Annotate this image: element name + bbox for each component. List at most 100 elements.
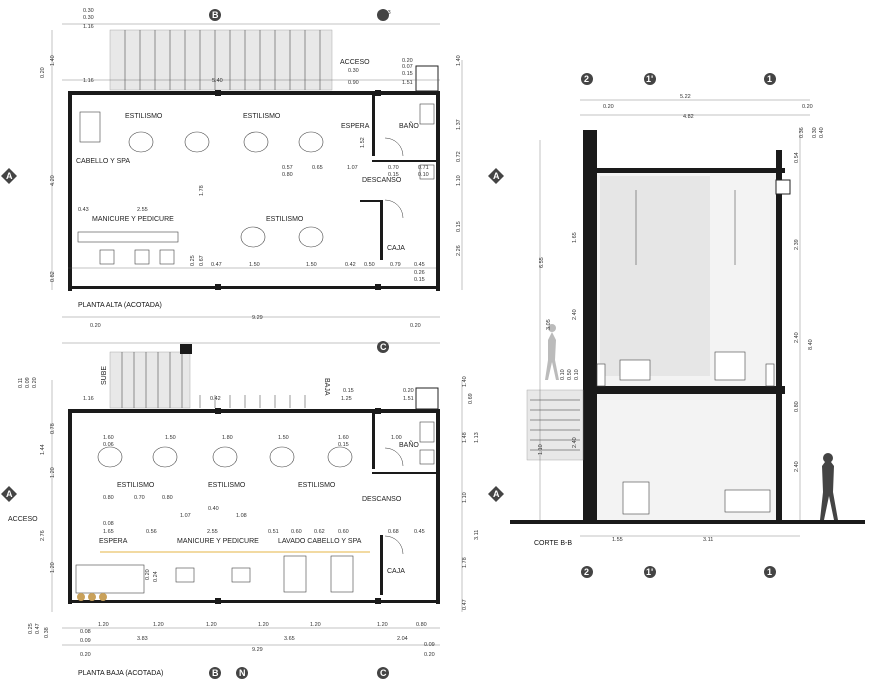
svg-text:1: 1 (767, 567, 772, 577)
room-label: LAVADO CABELLO Y SPA (278, 538, 362, 545)
dim-label: 0.20 (32, 377, 38, 388)
section-roof-slab (583, 168, 785, 173)
dim-label: 0.25 (190, 255, 196, 266)
section-chair (714, 351, 746, 381)
section-axis-top-1: 1 (764, 73, 776, 85)
dim-label: 0.80 (794, 401, 800, 412)
lower-column (375, 408, 381, 414)
dim-label: 1.07 (180, 513, 191, 519)
dim-label: 0.30 (83, 15, 94, 21)
styling-chair (243, 131, 269, 153)
dim-label: 1.50 (249, 262, 260, 268)
dim-label: 0.45 (414, 529, 425, 535)
upper-partition-caja (380, 200, 383, 260)
dim-label: 1.65 (103, 529, 114, 535)
dim-label: 0.62 (314, 529, 325, 535)
styling-chair (269, 446, 295, 468)
upper-column (375, 90, 381, 96)
dim-label: 0.30 (812, 127, 818, 138)
dim-label: 0.20 (402, 58, 413, 64)
dim-label: 0.72 (456, 151, 462, 162)
dim-label: 0.68 (388, 529, 399, 535)
lower-partition-bath (372, 409, 375, 469)
lower-partition-caja (380, 535, 383, 595)
dim-label: 0.08 (103, 521, 114, 527)
person-silhouette-lower (820, 458, 838, 520)
dim-label: 0.82 (50, 271, 56, 282)
section-left-wall (583, 130, 597, 520)
dim-label: 0.45 (414, 262, 425, 268)
stool (134, 249, 150, 265)
styling-chair (327, 446, 353, 468)
dim-label: 0.40 (819, 127, 825, 138)
dim-label: 1.07 (347, 165, 358, 171)
dim-label: 1.50 (165, 435, 176, 441)
styling-chair (184, 131, 210, 153)
dim-label: 1.78 (462, 557, 468, 568)
dim-label: 0.51 (268, 529, 279, 535)
waiting-sofa (75, 564, 145, 594)
dim-label: 1.55 (612, 537, 623, 543)
dim-label: 1.51 (402, 80, 413, 86)
upper-partition-caja-top (360, 200, 380, 202)
dim-label: 0.30 (83, 8, 94, 14)
dim-label: 0.24 (153, 571, 159, 582)
dim-label: 1.37 (456, 119, 462, 130)
upper-column (375, 284, 381, 290)
dim-label: 0.36 (799, 127, 805, 138)
svg-text:1': 1' (646, 567, 653, 577)
axis-bubble-lower-left: A (1, 486, 17, 502)
lower-plan-title: PLANTA BAJA (ACOTADA) (78, 670, 163, 677)
room-label: MANICURE Y PEDICURE (177, 538, 259, 545)
dim-label: 0.11 (18, 378, 24, 388)
dim-label: 0.06 (103, 442, 114, 448)
stool (159, 249, 175, 265)
section-vent-box (775, 179, 791, 195)
room-label: ESTILISMO (125, 113, 163, 120)
wash-chair (330, 555, 354, 593)
section-stair (526, 389, 584, 461)
dim-label: 0.20 (80, 652, 91, 658)
room-label: ESTILISMO (266, 216, 304, 223)
dim-label: 1.60 (103, 435, 114, 441)
section-ground-line (510, 520, 865, 524)
dim-label: 0.20 (603, 104, 614, 110)
styling-chair (152, 446, 178, 468)
upper-shaft (415, 65, 439, 92)
dim-label: 1.16 (83, 78, 94, 84)
dim-label: 4.20 (50, 175, 56, 186)
dim-label: 0.38 (44, 627, 50, 638)
dim-label: 1.40 (456, 55, 462, 66)
dim-label: 1.50 (278, 435, 289, 441)
section-chair (622, 481, 650, 515)
section-labels: CORTE B-B 5.22 0.20 4.82 0.20 1.55 3.11 … (534, 94, 825, 547)
dim-label: 0.54 (794, 152, 800, 163)
room-label: ESTILISMO (243, 113, 281, 120)
section-axis-top-2: 2 (581, 73, 593, 85)
dim-label: 0.80 (282, 172, 293, 178)
manicure-table (77, 231, 179, 243)
section-axis-bottom-1prime: 1' (644, 566, 656, 578)
styling-chair (212, 446, 238, 468)
dim-label: 0.79 (390, 262, 401, 268)
dim-label: 1.44 (40, 444, 46, 455)
dim-label: 9.29 (252, 647, 263, 653)
sink (419, 164, 435, 180)
dim-label: 0.57 (282, 165, 293, 171)
dim-label: 1.20 (258, 622, 269, 628)
dim-label: 1.60 (338, 435, 349, 441)
dim-label: 1.16 (83, 24, 94, 30)
stool (99, 249, 115, 265)
dim-label: 1.16 (83, 396, 94, 402)
wash-chair (283, 555, 307, 593)
dim-label: 0.10 (418, 172, 429, 178)
dim-label: 2.55 (207, 529, 218, 535)
dim-label: 0.60 (291, 529, 302, 535)
lower-west-wall (68, 409, 72, 604)
upper-column (215, 284, 221, 290)
dim-label: 2.40 (794, 461, 800, 472)
svg-text:1': 1' (646, 74, 653, 84)
dim-label: 0.10 (560, 369, 566, 380)
dim-label: 0.15 (414, 277, 425, 283)
dim-label: 0.65 (312, 165, 323, 171)
